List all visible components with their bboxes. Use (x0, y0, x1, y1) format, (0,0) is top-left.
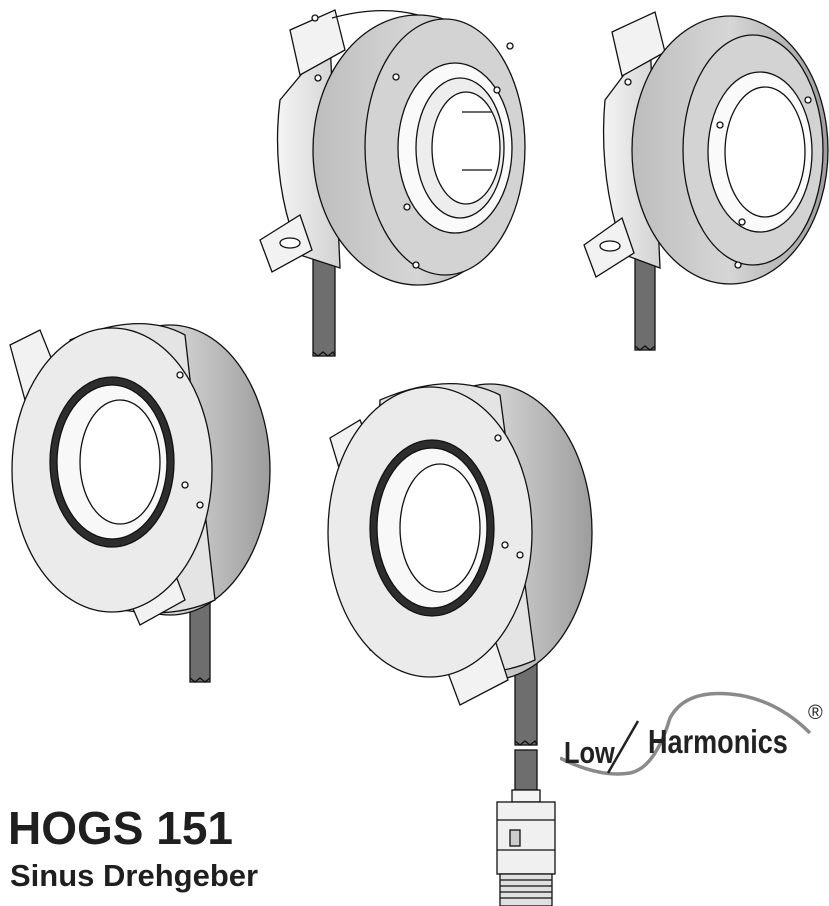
cable-connector (496, 789, 556, 906)
encoder-top-right (583, 11, 829, 351)
encoder-middle-right (327, 383, 593, 906)
low-harmonics-logo: Low Harmonics ® (560, 678, 829, 808)
encoder-top-left (259, 9, 526, 357)
logo-wave-icon (560, 691, 812, 776)
logo-text-harmonics: Harmonics (648, 723, 788, 760)
logo-text-low: Low (564, 735, 615, 770)
encoder-cable (514, 749, 538, 791)
registered-mark: ® (808, 702, 823, 724)
product-subtitle: Sinus Drehgeber (10, 858, 259, 893)
encoder-middle-left (9, 323, 271, 683)
product-title: HOGS 151 (8, 802, 233, 854)
